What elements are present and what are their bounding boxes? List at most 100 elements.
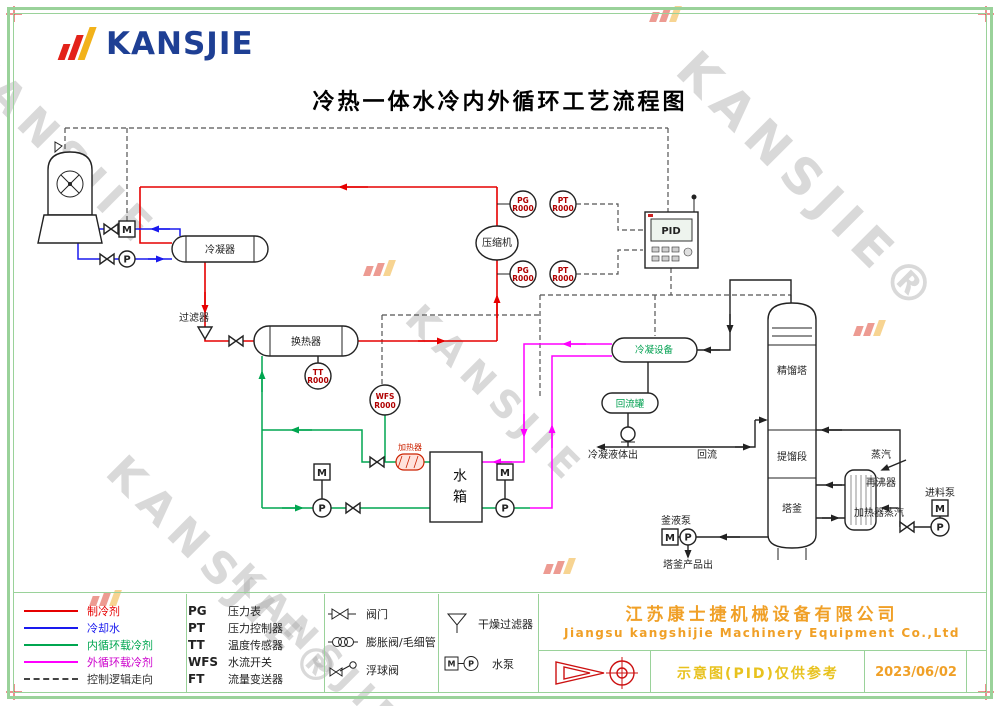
legend-divider <box>438 594 439 692</box>
condensate-out-label: 冷凝液体出 <box>588 448 638 461</box>
legend-line-types: 制冷剂 冷却水 内循环载冷剂 外循环载冷剂 控制逻辑走向 <box>24 602 153 687</box>
motor-label: M <box>317 468 327 479</box>
legend-line-label: 制冷剂 <box>87 604 120 618</box>
legend-line-label: 内循环载冷剂 <box>87 638 153 652</box>
heat-exchanger-label: 换热器 <box>291 335 321 348</box>
pt-top-label: PT <box>558 196 569 205</box>
legend-line-row: 外循环载冷剂 <box>24 653 153 670</box>
pump-motor-letter: M <box>448 660 456 669</box>
legend-abbr-row: PG 压力表 <box>188 602 283 619</box>
motor-label: M <box>935 504 945 515</box>
pump-label: P <box>684 533 691 544</box>
cooling-tower <box>37 141 103 244</box>
drawing-note: 示意图(PID)仅供参考 <box>677 666 839 682</box>
pt-top-tag: R000 <box>552 204 573 213</box>
legend-divider <box>324 594 325 692</box>
legend-symbol-row: 膨胀阀/毛细管 <box>328 628 436 656</box>
dry-filter-label: 干燥过滤器 <box>478 618 533 631</box>
legend-line-row: 制冷剂 <box>24 602 153 619</box>
pid-label: PID <box>661 226 680 237</box>
legend-symbol-row: 干燥过滤器 <box>444 604 533 644</box>
water-pump-label: 水泵 <box>492 658 514 671</box>
refrigerant-pipes <box>139 183 501 345</box>
legend-divider <box>14 592 986 593</box>
expansion-valve-label: 膨胀阀/毛细管 <box>366 636 436 649</box>
tt-tag: R000 <box>307 376 328 385</box>
legend-line-row: 冷却水 <box>24 619 153 636</box>
abbr-pt: PT <box>188 620 205 635</box>
reflux-label: 回流 <box>697 448 717 461</box>
wfs-tag: R000 <box>374 401 395 410</box>
legend-symbols-a: 阀门 膨胀阀/毛细管 <box>328 600 436 684</box>
bottoms-out-label: 塔釜产品出 <box>663 558 713 571</box>
bottoms-pump-label: 釜液泵 <box>661 514 691 527</box>
expansion-valve-icon <box>328 637 358 647</box>
condenser-vessel: 冷凝器 <box>171 235 269 263</box>
titleblock-divider <box>966 650 967 692</box>
filter-symbol: 过滤器 <box>179 311 214 341</box>
logo-text: KANSJIE <box>106 26 254 62</box>
filter-label: 过滤器 <box>179 311 209 324</box>
pump-circles: P P P P P <box>118 250 950 546</box>
legend-symbol-row: M P 水泵 <box>444 644 533 684</box>
abbr-wfs: WFS <box>188 654 219 669</box>
pg-top-label: PG <box>517 196 529 205</box>
titleblock-divider <box>864 650 865 692</box>
water-tank <box>429 451 483 523</box>
condenser-label: 冷凝器 <box>205 243 235 256</box>
page-title: 冷热一体水冷内外循环工艺流程图 <box>312 90 688 115</box>
legend-abbr-row: FT 流量变送器 <box>188 670 283 687</box>
reboiler-exchanger: 蒸汽 再沸器 加热器蒸汽 <box>844 448 904 531</box>
company-name-cn: 江苏康士捷机械设备有限公司 <box>625 605 899 625</box>
reflux-pump-icon <box>620 426 636 442</box>
rectifying-column-label: 精馏塔 <box>777 364 807 377</box>
feed-pump-label: 进料泵 <box>925 486 955 499</box>
water-tank-label: 水箱 <box>451 468 467 510</box>
legend-line-row: 控制逻辑走向 <box>24 670 153 687</box>
legend-line-label: 冷却水 <box>87 621 120 635</box>
legend-symbol-row: 阀门 <box>328 600 436 628</box>
pg-bottom-tag: R000 <box>512 274 533 283</box>
pump-label: P <box>936 523 943 534</box>
float-valve-icon <box>329 661 357 677</box>
control-logic-lines <box>64 127 792 396</box>
heater-steam-label: 加热器蒸汽 <box>854 506 904 519</box>
pump-label: P <box>123 255 130 266</box>
valve-label: 阀门 <box>366 608 388 621</box>
stripping-section-label: 提馏段 <box>777 450 807 463</box>
control-logic-line-sample <box>24 677 78 680</box>
legend-abbreviations: PG 压力表 PT 压力控制器 TT 温度传感器 WFS 水流开关 FT 流量变… <box>188 602 283 687</box>
reboiler-label: 再沸器 <box>866 476 896 489</box>
compressor-symbol: 压缩机 <box>475 225 519 261</box>
abbr-pg-label: 压力表 <box>228 604 261 618</box>
legend-line-label: 控制逻辑走向 <box>87 672 153 686</box>
legend-divider <box>538 594 539 692</box>
company-name-en: Jiangsu kangshijie Machinery Equipment C… <box>564 626 960 640</box>
drawing-date: 2023/06/02 <box>875 665 957 680</box>
heater-label: 加热器 <box>398 442 422 452</box>
condensing-unit-vessel: 冷凝设备 <box>611 337 698 363</box>
distillation-column: 精馏塔 提馏段 塔釜 <box>767 302 817 560</box>
refrigerant-line-sample <box>24 609 78 612</box>
legend-abbr-row: PT 压力控制器 <box>188 619 283 636</box>
pid-controller: PID <box>644 194 699 269</box>
column-bottom-label: 塔釜 <box>782 502 802 515</box>
condensing-unit-label: 冷凝设备 <box>635 344 674 356</box>
float-valve-label: 浮球阀 <box>366 664 399 677</box>
external-coolant-line-sample <box>24 660 78 663</box>
valve-symbols <box>99 222 915 534</box>
pump-label: P <box>318 504 325 515</box>
valve-icon <box>328 608 356 620</box>
abbr-pt-label: 压力控制器 <box>228 621 283 635</box>
dry-filter-icon <box>446 613 468 633</box>
abbr-tt: TT <box>188 637 205 652</box>
abbr-tt-label: 温度传感器 <box>228 638 283 652</box>
motor-boxes: M M M M M <box>118 220 949 546</box>
pg-bottom-label: PG <box>517 266 529 275</box>
logo-stripes-icon <box>57 27 97 60</box>
kansjie-logo: KANSJIE <box>56 26 254 62</box>
reflux-tank-vessel: 回流罐 <box>601 392 659 443</box>
legend-symbols-b: 干燥过滤器 M P 水泵 <box>444 604 533 684</box>
